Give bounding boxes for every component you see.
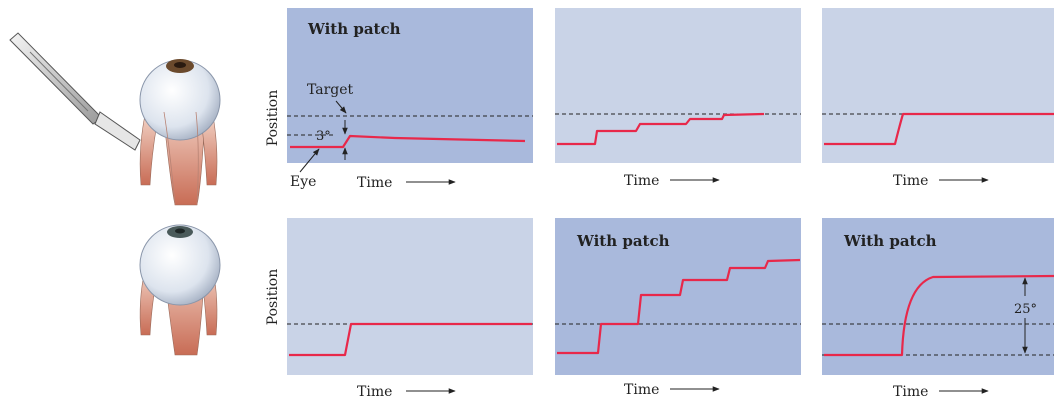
panel-bottom-2 [555, 218, 801, 375]
x-axis-label: Time [893, 173, 928, 189]
eye-pointer [299, 148, 320, 173]
panel-bottom-1 [287, 218, 533, 375]
eyeball-icon [139, 59, 221, 206]
panel-title: With patch [576, 232, 670, 250]
offset-label: 3° [316, 129, 331, 144]
eye-trace-top-3 [824, 112, 1054, 146]
x-axis-label: Time [357, 175, 392, 191]
target-pointer [335, 100, 347, 114]
x-axis-label: Time [893, 384, 928, 398]
eye-trace-bottom-3 [824, 274, 1054, 357]
panel-top-3 [822, 8, 1054, 163]
y-axis-label: Position [265, 90, 281, 147]
target-label: Target [307, 82, 354, 98]
eye-trace-bottom-2 [557, 258, 801, 355]
x-axis-label: Time [624, 173, 659, 189]
panel-top-1 [287, 8, 533, 163]
scalpel-icon [9, 32, 141, 151]
x-axis-label: Time [357, 384, 392, 398]
y-axis-label: Position [265, 269, 281, 326]
panel-title: With patch [843, 232, 937, 250]
panel-title: With patch [307, 20, 401, 38]
eye-trace-bottom-1 [289, 322, 532, 357]
x-axis-label: Time [624, 382, 659, 398]
panel-top-2 [555, 8, 801, 163]
amplitude-label: 25° [1014, 302, 1037, 317]
panel-bottom-3 [822, 218, 1054, 375]
eye-trace-top-1 [290, 134, 526, 149]
eye-trace-top-2 [557, 112, 765, 146]
eye-label: Eye [290, 174, 316, 190]
eyeball-icon [139, 224, 221, 356]
